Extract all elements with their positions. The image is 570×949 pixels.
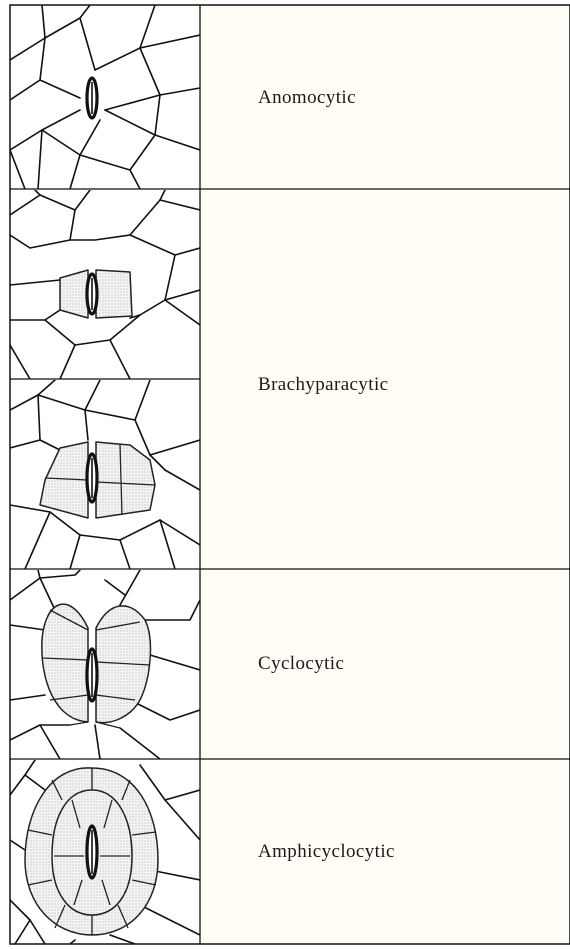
label-amphicyclocytic: Amphicyclocytic <box>258 841 395 862</box>
label-brachyparacytic: Brachyparacytic <box>258 374 388 395</box>
label-cyclocytic: Cyclocytic <box>258 653 344 674</box>
label-anomocytic: Anomocytic <box>258 87 356 108</box>
